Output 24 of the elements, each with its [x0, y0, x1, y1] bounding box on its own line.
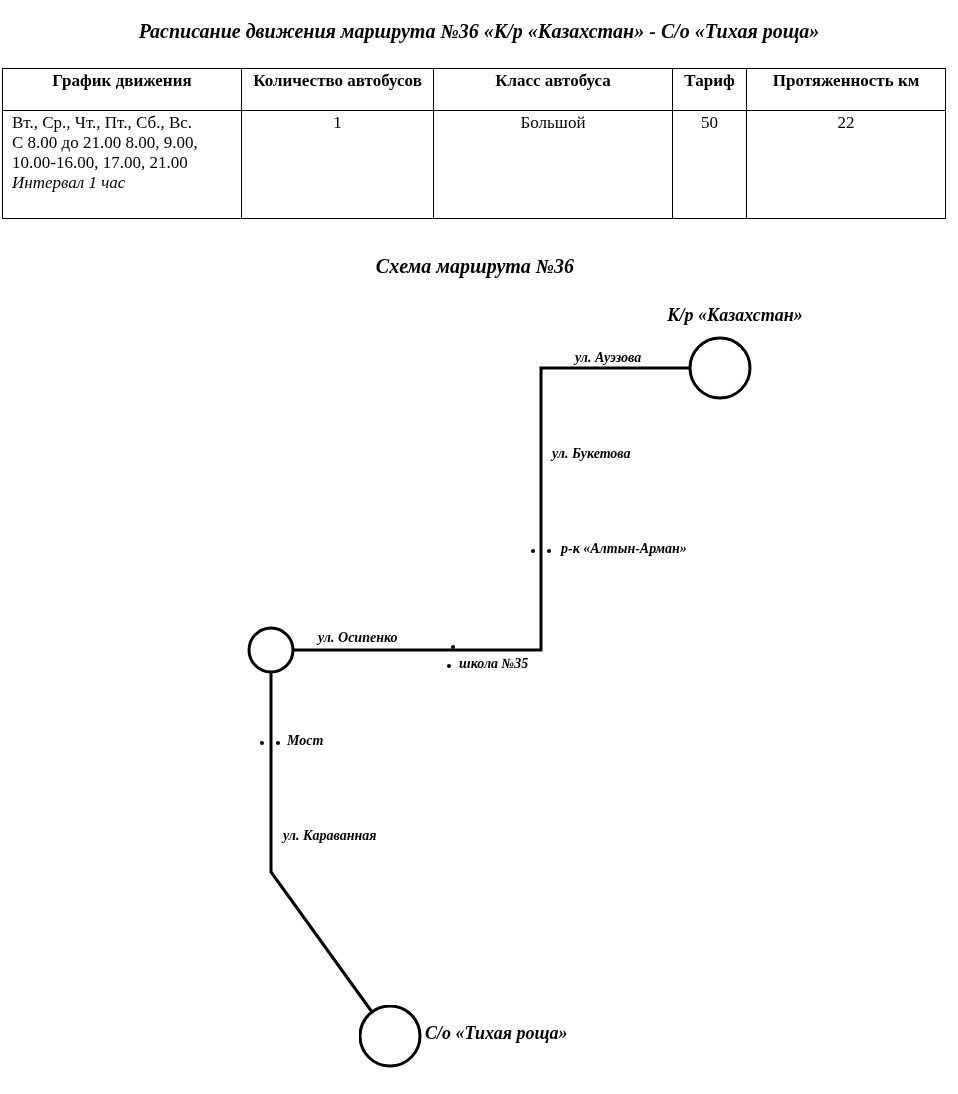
street-label: ул. Караванная [283, 828, 377, 844]
street-label: ул. Осипенко [318, 630, 398, 646]
stop-label: школа №35 [459, 656, 529, 672]
header-cell: Тариф [672, 68, 747, 111]
stop-label: Мост [287, 733, 324, 749]
header-cell: График движения [2, 68, 242, 111]
street-label: ул. Ауэзова [575, 350, 642, 366]
street-label: ул. Букетова [552, 446, 631, 462]
subtitle: Схема маршрута №36 [374, 255, 576, 278]
route-line [293, 366, 690, 652]
header-cell: Класс автобуса [433, 68, 673, 111]
terminal-name: С/о «Тихая роща» [425, 1023, 569, 1044]
header-cell: Количество автобусов [241, 68, 434, 111]
title: Расписание движения маршрута №36 «К/р «Казахстан» - С/о «Тихая роща» [137, 20, 821, 43]
header-cell: Протяженность км [746, 68, 946, 111]
stop-label: р-к «Алтын-Арман» [561, 541, 687, 557]
stop-circle [247, 626, 295, 674]
table-cell: 50 [672, 110, 747, 219]
table-cell: 22 [746, 110, 946, 219]
table-cell: 1 [241, 110, 434, 219]
route-line [269, 672, 374, 1013]
terminal-name: К/р «Казахстан» [666, 305, 804, 326]
table-cell: Вт., Ср., Чт., Пт., Сб., Вс. С 8.00 до 21.00 8.00, 9.00, 10.00-16.00, 17.00, 21.00 Интервал 1 час [2, 110, 242, 219]
table-cell: Большой [433, 110, 673, 219]
